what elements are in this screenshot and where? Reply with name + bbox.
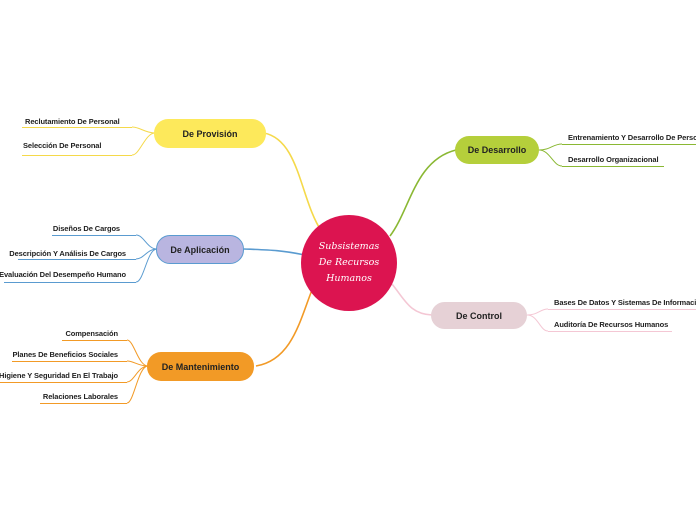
leaf-higiene-seguridad[interactable]: Higiene Y Seguridad En El Trabajo [0,371,118,380]
central-topic-line-3: Humanos [326,273,372,284]
connector-control [391,283,433,316]
connector-mantenimiento [255,289,313,367]
leaf-seleccion[interactable]: Selección De Personal [23,141,102,150]
leaf-desarrollo-organizacional[interactable]: Desarrollo Organizacional [568,155,659,164]
leaf-entrenamiento[interactable]: Entrenamiento Y Desarrollo De Perso [568,133,696,142]
branch-control-label: De Control [456,310,502,321]
leaf-reclutamiento[interactable]: Reclutamiento De Personal [25,117,120,126]
leaf-compensacion[interactable]: Compensación [65,329,118,338]
central-topic-line-1: Subsistemas [318,241,380,252]
leaf-beneficios-sociales[interactable]: Planes De Beneficios Sociales [12,350,119,359]
branch-control[interactable]: De Control [431,302,527,329]
leaf-relaciones-laborales[interactable]: Relaciones Laborales [42,392,118,401]
branch-aplicacion[interactable]: De Aplicación [156,235,244,264]
leaf-evaluacion-desempeno[interactable]: Evaluación Del Desempeño Humano [0,270,126,279]
branch-provision-label: De Provisión [182,128,238,139]
branch-provision[interactable]: De Provisión [154,119,266,148]
branch-mantenimiento[interactable]: De Mantenimiento [147,352,254,381]
central-topic[interactable]: Subsistemas De Recursos Humanos [301,215,397,311]
leaf-bases-datos[interactable]: Bases De Datos Y Sistemas De Informació [554,298,696,307]
leaf-auditoria[interactable]: Auditoría De Recursos Humanos [554,320,669,329]
branch-desarrollo-label: De Desarrollo [467,145,527,155]
branch-desarrollo[interactable]: De Desarrollo [455,136,539,164]
connector-provision [263,132,323,233]
branch-mantenimiento-label: De Mantenimiento [161,361,240,372]
connector-aplicacion [243,248,306,256]
leaf-disenos-cargos[interactable]: Diseños De Cargos [52,224,120,233]
connector-desarrollo [389,149,457,237]
central-topic-line-2: De Recursos [318,257,380,268]
branch-aplicacion-label: De Aplicación [170,244,230,255]
leaf-descripcion-cargos[interactable]: Descripción Y Análisis De Cargos [9,249,126,258]
